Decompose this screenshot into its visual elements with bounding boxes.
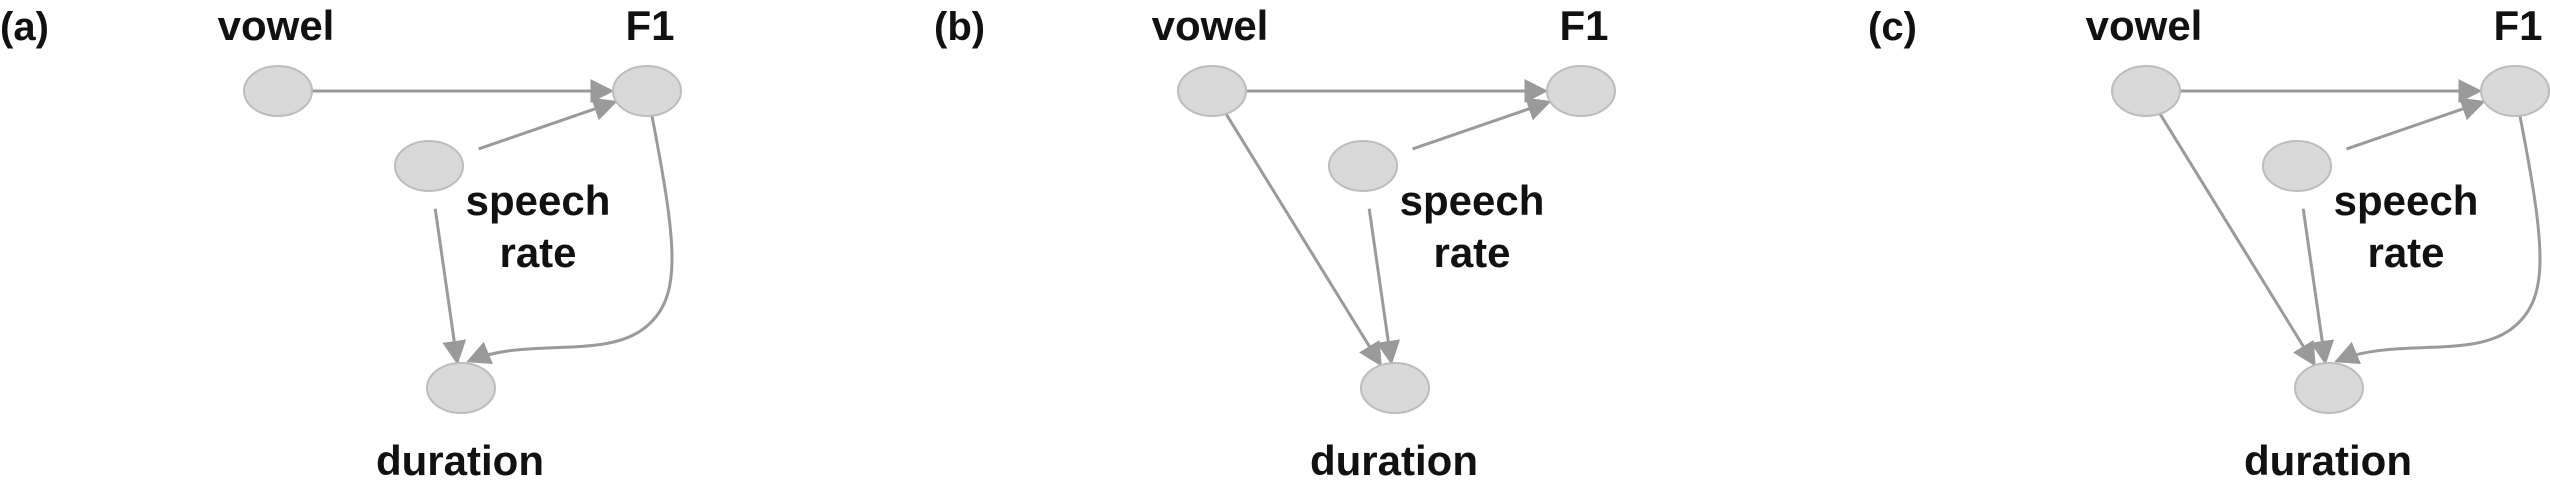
- node-f1: [1546, 65, 1616, 117]
- label-speech-rate: speech rate: [466, 177, 611, 276]
- label-duration: duration: [376, 437, 544, 484]
- node-speech-rate: [1328, 140, 1398, 192]
- edge-f1-to-duration: [2334, 115, 2542, 365]
- label-line: speech: [1400, 177, 1545, 224]
- node-vowel: [243, 65, 313, 117]
- edge-vowel-to-duration: [2158, 113, 2316, 367]
- label-line: rate: [1433, 229, 1510, 276]
- node-speech-rate: [394, 140, 464, 192]
- label-line: rate: [2367, 229, 2444, 276]
- panel-b: (b) vowel F1 speech rate duration: [934, 2, 1616, 484]
- node-duration: [1360, 362, 1430, 414]
- edge-f1-to-duration: [466, 115, 674, 365]
- node-duration: [2294, 362, 2364, 414]
- label-line: speech: [466, 177, 611, 224]
- label-line: rate: [499, 229, 576, 276]
- label-f1: F1: [625, 2, 674, 49]
- label-speech-rate: speech rate: [1400, 177, 1545, 276]
- label-duration: duration: [1310, 437, 1478, 484]
- panel-c: (c) vowel F1 speech rate duration: [1868, 2, 2550, 484]
- node-f1: [2480, 65, 2550, 117]
- edge-speech-rate-to-duration: [1367, 208, 1401, 365]
- edge-speech-rate-to-duration: [433, 208, 467, 365]
- label-vowel: vowel: [1152, 2, 1269, 49]
- node-speech-rate: [2262, 140, 2332, 192]
- node-f1: [612, 65, 682, 117]
- edge-speech-rate-to-f1: [1412, 97, 1552, 151]
- edge-speech-rate-to-f1: [478, 97, 618, 151]
- label-vowel: vowel: [218, 2, 335, 49]
- panel-a: (a) vowel F1 speech rate duration: [0, 2, 682, 484]
- panel-label: (c): [1868, 5, 1917, 49]
- label-f1: F1: [2493, 2, 2542, 49]
- panel-label: (b): [934, 5, 985, 49]
- label-speech-rate: speech rate: [2334, 177, 2479, 276]
- edge-vowel-to-duration: [1224, 113, 1382, 367]
- label-vowel: vowel: [2086, 2, 2203, 49]
- edge-speech-rate-to-duration: [2301, 208, 2335, 365]
- edge-speech-rate-to-f1: [2346, 97, 2486, 151]
- node-duration: [426, 362, 496, 414]
- node-vowel: [2111, 65, 2181, 117]
- label-line: speech: [2334, 177, 2479, 224]
- node-vowel: [1177, 65, 1247, 117]
- label-duration: duration: [2244, 437, 2412, 484]
- panel-label: (a): [0, 5, 49, 49]
- label-f1: F1: [1559, 2, 1608, 49]
